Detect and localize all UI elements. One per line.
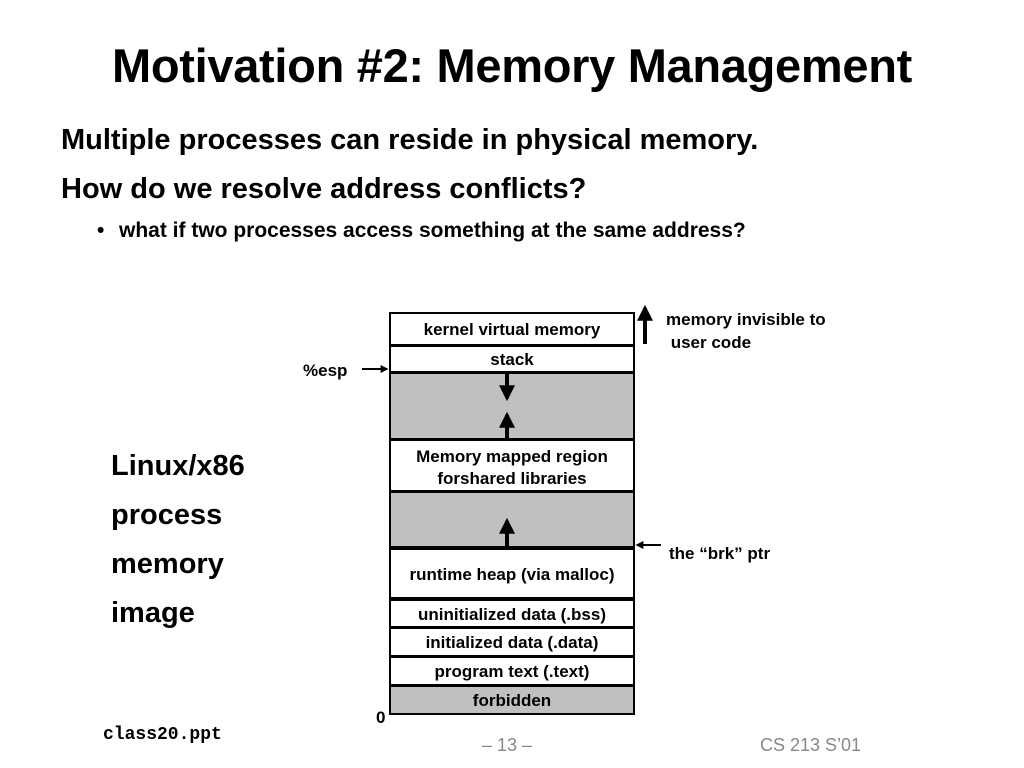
address-zero-label: 0 bbox=[376, 708, 386, 727]
statement-line-2: How do we resolve address conflicts? bbox=[61, 173, 587, 205]
annotation-invisible-line-1: memory invisible to bbox=[666, 310, 826, 329]
slide-title: Motivation #2: Memory Management bbox=[112, 39, 912, 92]
bullet-text: what if two processes access something a… bbox=[119, 219, 746, 242]
footer-page-number: – 13 – bbox=[482, 735, 533, 755]
bullet-icon: • bbox=[97, 219, 105, 242]
segment-gap-heap bbox=[389, 491, 635, 548]
segment-mmap-line-1: Memory mapped region bbox=[416, 447, 608, 466]
annotation-invisible: memory invisible to user code bbox=[666, 308, 826, 354]
side-label-line-2: process bbox=[111, 499, 223, 531]
annotation-invisible-line-2: user code bbox=[666, 333, 752, 352]
segment-data: initialized data (.data) bbox=[389, 627, 635, 657]
side-label-line-4: image bbox=[111, 597, 195, 629]
annotation-brk: the “brk” ptr bbox=[669, 544, 771, 563]
segment-mmap: Memory mapped region forshared libraries bbox=[389, 439, 635, 492]
segment-stack: stack bbox=[389, 345, 635, 373]
statement-line-1: Multiple processes can reside in physica… bbox=[61, 124, 759, 156]
segment-kernel: kernel virtual memory bbox=[389, 312, 635, 346]
footer-course: CS 213 S’01 bbox=[760, 735, 862, 755]
segment-bss: uninitialized data (.bss) bbox=[389, 598, 635, 628]
footer-filename: class20.ppt bbox=[103, 725, 222, 745]
bullet-item: • what if two processes access something … bbox=[97, 219, 746, 243]
segment-mmap-line-2: forshared libraries bbox=[437, 469, 587, 488]
side-label-line-1: Linux/x86 bbox=[111, 450, 245, 482]
segment-forbidden: forbidden bbox=[389, 685, 635, 715]
segment-gap-stack bbox=[389, 372, 635, 440]
segment-text: program text (.text) bbox=[389, 656, 635, 686]
side-label-line-3: memory bbox=[111, 548, 224, 580]
segment-heap: runtime heap (via malloc) bbox=[389, 547, 635, 599]
annotation-esp: %esp bbox=[303, 361, 348, 380]
